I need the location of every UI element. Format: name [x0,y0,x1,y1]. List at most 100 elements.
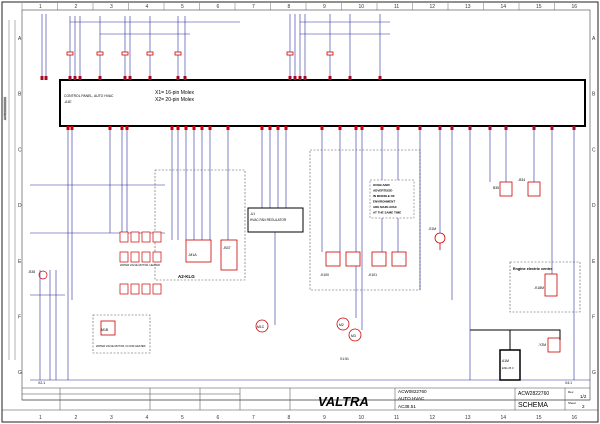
x2-1-label: X2-1 [38,381,45,385]
pin-marker [360,126,364,130]
pin-marker [192,126,196,130]
column-number: 9 [323,4,326,10]
sheet-total: 2 [582,404,585,409]
a2-klg-box [154,169,246,281]
unit-label: CONTROL PANEL, AUTO HVAC [64,94,114,98]
pin-marker [108,126,112,130]
doc-code: AC38.51 [398,404,416,409]
m1a-motor [185,239,212,263]
lower-wiring [67,130,399,380]
b38-sensor [38,270,48,280]
column-number: 15 [536,4,542,10]
column-number: 1 [39,415,42,421]
connector-line-1: X1= 16-pin Molex [155,90,195,96]
pin-marker [120,126,124,130]
pin-marker [380,126,384,130]
pin-marker [396,126,400,130]
b35-label: B35 [493,186,499,190]
pin-marker [268,126,272,130]
column-number: 12 [430,4,436,10]
column-number: 8 [288,415,291,421]
row-letter: G [592,370,596,376]
fan-regulator-label: HVAC FAN REGULATOR [250,218,287,222]
row-letter: D [592,203,596,209]
row-letter: B [592,92,596,98]
pin-marker [176,126,180,130]
column-number: 4 [146,415,149,421]
note-line: ADVERTISSE- [373,189,393,193]
doc-title: AUTO HVAC [398,396,425,401]
x4-1-label: X4:1 [565,381,572,385]
pin-marker [260,126,264,130]
note-line: IN MODDLE OF [373,194,395,198]
column-number: 6 [217,4,220,10]
left-margin-notes: ACWXXXXXXXX [3,20,16,360]
fan-regulator-code: -U1 [250,212,255,216]
y2m-valve [547,337,561,353]
column-number: 11 [394,415,399,421]
column-number: 9 [323,415,326,421]
engine-centre-box [509,261,581,313]
column-number: 12 [430,415,436,421]
pin-marker [66,126,70,130]
note-line: ARE MAIN HVAC [373,205,398,209]
pin-marker [320,126,324,130]
b34-label: -B34 [518,178,525,182]
b37-sensor [220,239,238,271]
row-letter: A [18,36,22,42]
left-wiring [30,184,590,381]
pin-marker [354,126,358,130]
note-line: OCEB A/BR [373,183,391,187]
engine-centre-label: Engine electric centre [513,267,552,271]
note-line: ENVIRONMENT [373,200,395,204]
top-fuses [66,51,334,56]
m1b-label: -M1B [100,328,109,332]
column-number: 4 [146,4,149,10]
m2-label: M2 [339,323,344,327]
column-number: 14 [501,4,507,10]
a2-relays [119,231,162,295]
row-letter: G [18,370,22,376]
sheet-label: Sheet [568,401,576,405]
s1m-label: -S1M [428,227,436,231]
water-valve-label: WATER VALVE MOTOR, HEATER [120,263,160,267]
row-letter: E [592,259,596,265]
doc-number-2: ACW2822760 [518,391,549,397]
hvac-fan-regulator [247,207,304,233]
row-letter: F [18,315,21,321]
column-number: 5 [181,4,184,10]
y2m-label: -Y2M [538,343,546,347]
column-number: 1 [39,4,42,10]
column-number: 16 [572,415,578,421]
row-letter: D [18,203,22,209]
column-number: 13 [465,4,471,10]
pin-marker [284,126,288,130]
row-letter: C [592,147,596,153]
sheet-fraction: 1/2 [580,394,587,399]
top-wiring [41,14,390,80]
m3-label: M3 [351,334,356,338]
pin-marker [70,126,74,130]
a1m-label: A1M [502,359,509,363]
pin-marker [184,126,188,130]
column-number: 5 [181,415,184,421]
note-box [369,179,415,219]
column-number: 16 [572,4,578,10]
b38-label: -B38 [28,270,35,274]
column-number: 10 [359,4,365,10]
k18m-label: -K18M [534,286,544,290]
m1b-box [92,314,151,354]
column-number: 13 [465,415,471,421]
brand-logo: VALTRA [318,394,369,409]
b37-label: -B37 [223,246,231,250]
row-letter: C [18,147,22,153]
m1c-label: M1C [257,325,265,329]
column-number: 11 [394,4,399,10]
column-number: 14 [501,415,507,421]
revision-label: Rev. [568,390,574,394]
column-number: 7 [252,415,255,421]
